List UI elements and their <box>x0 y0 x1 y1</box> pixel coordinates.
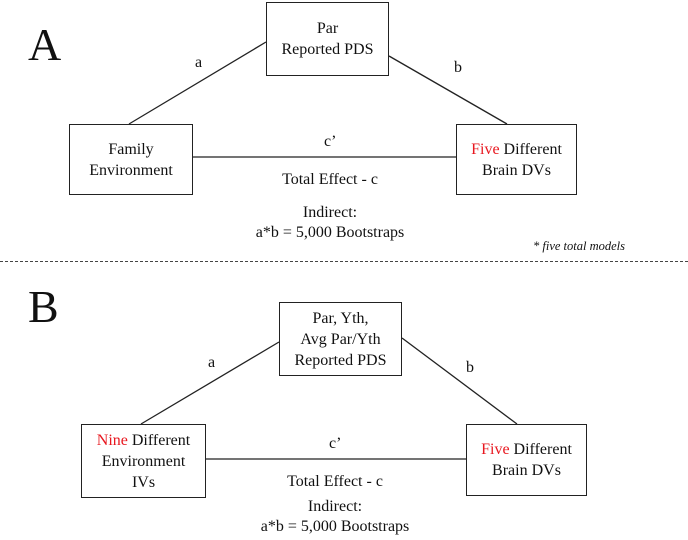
path-a-label-a: a <box>195 54 203 71</box>
dv-box-b: Five Different Brain DVs <box>466 424 587 496</box>
mediator-box-b: Par, Yth, Avg Par/Yth Reported PDS <box>279 302 402 376</box>
panel-a-letter: A <box>28 19 62 70</box>
dv-b-line1-rest: Different <box>509 441 572 458</box>
indirect-formula-a: a*b = 5,000 Bootstraps <box>255 224 405 241</box>
path-c-prime-label-a: c’ <box>324 133 337 150</box>
iv-b-line2: Environment <box>101 452 186 470</box>
iv-b-line3: IVs <box>131 473 156 491</box>
footnote-five-models: * five total models <box>533 239 625 253</box>
dv-b-line1: Five Different <box>481 439 572 460</box>
mediator-box-a: Par Reported PDS <box>266 2 389 76</box>
indirect-title-b: Indirect: <box>307 498 363 515</box>
mediator-b-line1: Par, Yth, <box>312 309 369 327</box>
path-b-line-bottom <box>401 337 518 425</box>
total-effect-label-a: Total Effect - c <box>282 171 378 188</box>
iv-b-line1: Nine Different <box>97 430 190 451</box>
iv-box-a: Family Environment <box>69 124 193 195</box>
iv-box-b: Nine Different Environment IVs <box>81 424 206 498</box>
path-a-line-top <box>128 41 267 125</box>
iv-b-line1-rest: Different <box>127 431 191 449</box>
path-b-label-a: b <box>454 59 462 76</box>
dv-a-highlight: Five <box>471 140 500 158</box>
dv-box-a: Five Different Brain DVs <box>456 124 577 195</box>
dv-a-line1-rest: Different <box>499 140 562 158</box>
dv-a-line2: Brain DVs <box>482 161 551 179</box>
panel-b-letter: B <box>28 281 59 332</box>
path-b-label-b: b <box>466 359 474 376</box>
mediator-a-line1: Par <box>316 20 339 37</box>
path-a-label-b: a <box>208 354 216 371</box>
dv-a-line1: Five Different <box>471 139 562 160</box>
total-effect-label-b: Total Effect - c <box>287 473 383 490</box>
dv-b-highlight: Five <box>481 441 510 458</box>
iv-a-line1: Family <box>108 140 154 158</box>
indirect-title-a: Indirect: <box>302 204 358 221</box>
path-c-prime-label-b: c’ <box>329 435 342 452</box>
mediator-b-line3: Reported PDS <box>294 351 387 369</box>
mediator-b-line2: Avg Par/Yth <box>300 330 381 348</box>
indirect-formula-b: a*b = 5,000 Bootstraps <box>260 518 410 535</box>
path-a-line-bottom <box>140 341 280 425</box>
iv-b-highlight: Nine <box>96 431 128 449</box>
dv-b-line2: Brain DVs <box>492 462 561 479</box>
mediator-a-line2: Reported PDS <box>281 41 374 58</box>
path-b-line-top <box>388 55 508 125</box>
panel-divider <box>0 261 688 262</box>
iv-a-line2: Environment <box>89 161 173 179</box>
